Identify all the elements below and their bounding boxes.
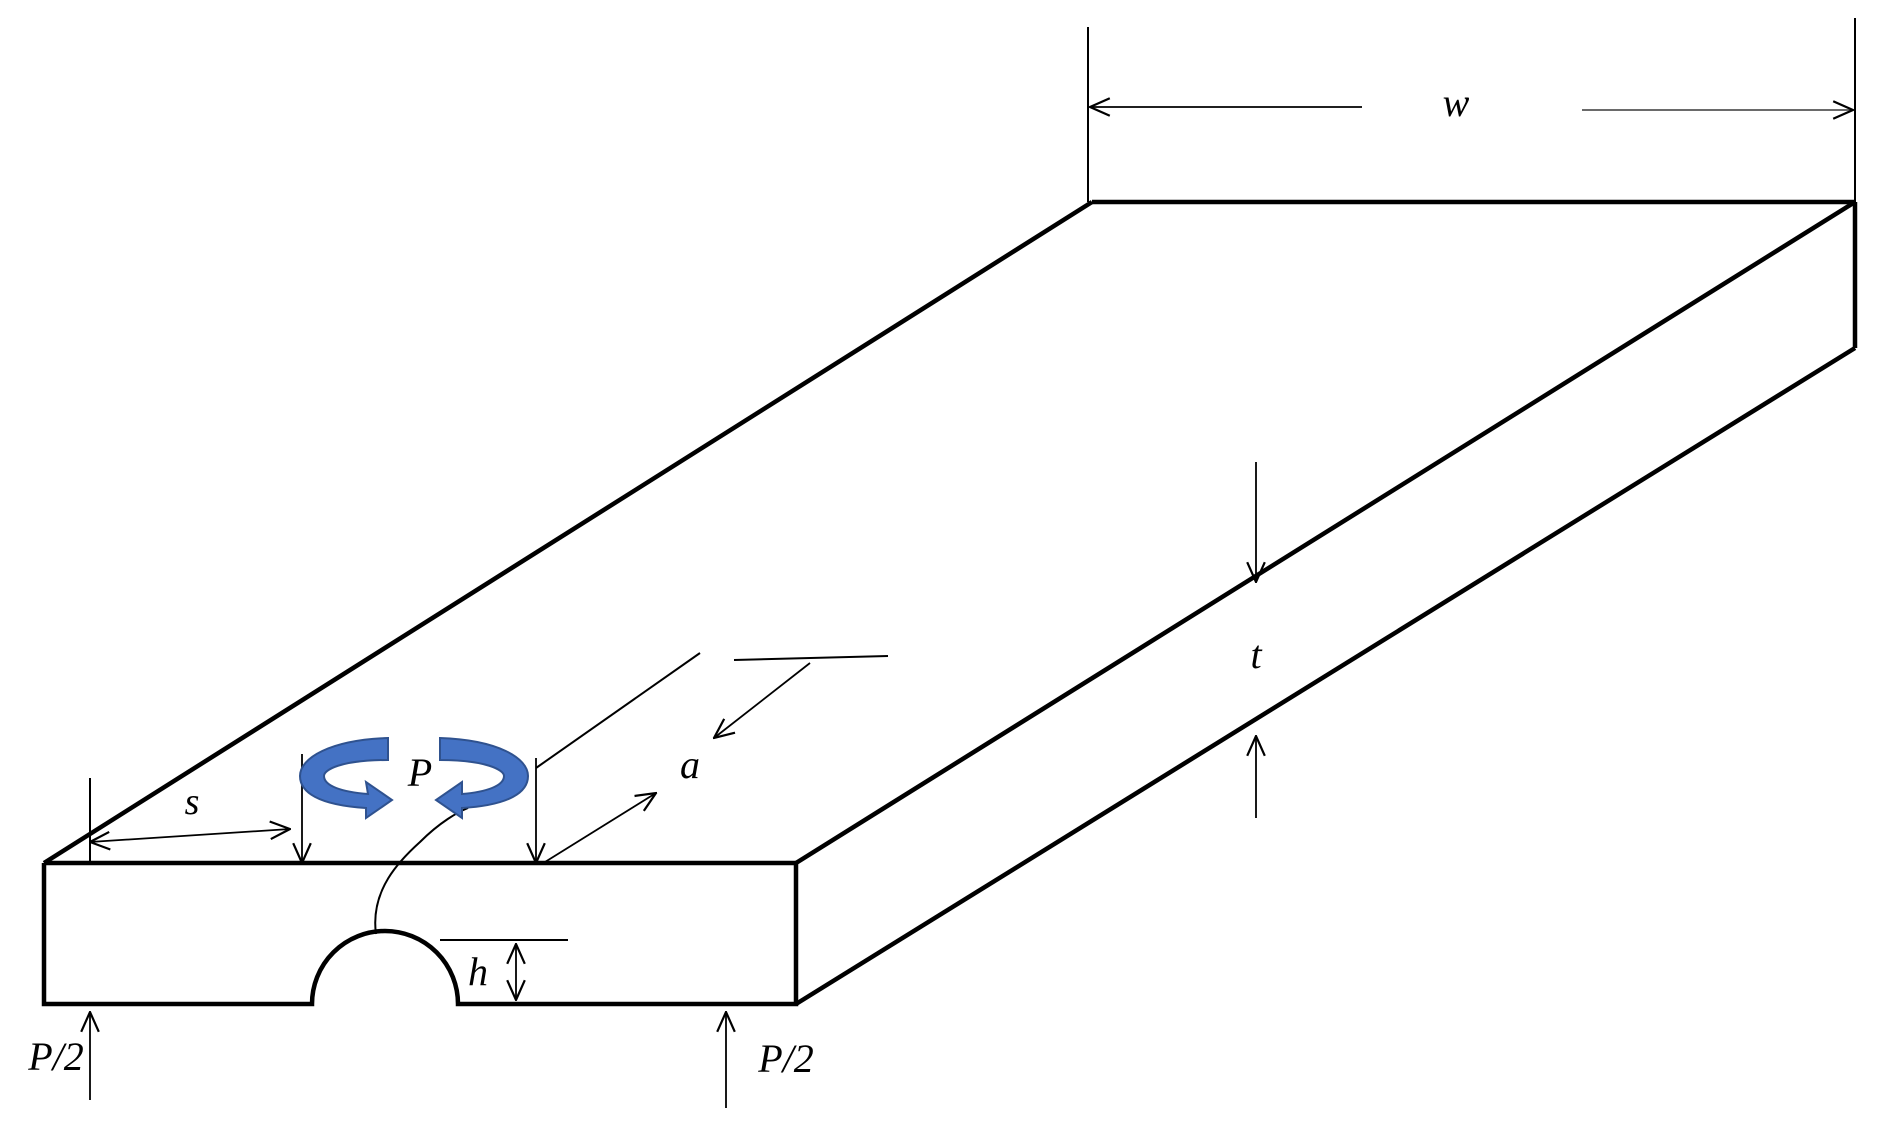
plate-top-face bbox=[44, 202, 1855, 863]
notch-height-dimension: h bbox=[440, 939, 568, 1000]
crack-length-dimension: a bbox=[535, 652, 889, 863]
crack-extension-front bbox=[535, 652, 701, 769]
span-dimension: s bbox=[90, 778, 290, 863]
plate-front-face bbox=[41, 863, 799, 1007]
torque-arrow-right bbox=[434, 736, 530, 820]
thickness-dimension: t bbox=[1250, 462, 1262, 818]
thickness-label: t bbox=[1250, 632, 1262, 677]
width-dimension: w bbox=[1087, 18, 1856, 202]
notch-height-label: h bbox=[468, 949, 488, 994]
load-label: P bbox=[407, 750, 432, 795]
crack-arrow-back bbox=[714, 662, 811, 738]
plate-bottom-right-edge bbox=[794, 346, 1857, 1006]
width-label: w bbox=[1443, 80, 1470, 125]
plate-top-left-edge bbox=[42, 200, 1094, 865]
plate-body bbox=[41, 199, 1858, 1007]
crack-arrow-front bbox=[544, 793, 656, 863]
span-arrow bbox=[90, 829, 290, 842]
reaction-right: P/2 bbox=[726, 1012, 814, 1108]
torque-arrow-left bbox=[298, 736, 394, 820]
crack-extension-back bbox=[733, 655, 889, 661]
crack-curve bbox=[374, 807, 469, 935]
plate-top-right-edge bbox=[794, 200, 1857, 865]
reaction-left-label: P/2 bbox=[27, 1034, 84, 1079]
span-label: s bbox=[185, 781, 200, 823]
crack-length-label: a bbox=[680, 742, 700, 787]
reaction-right-label: P/2 bbox=[757, 1036, 814, 1081]
reaction-left: P/2 bbox=[27, 1012, 90, 1100]
